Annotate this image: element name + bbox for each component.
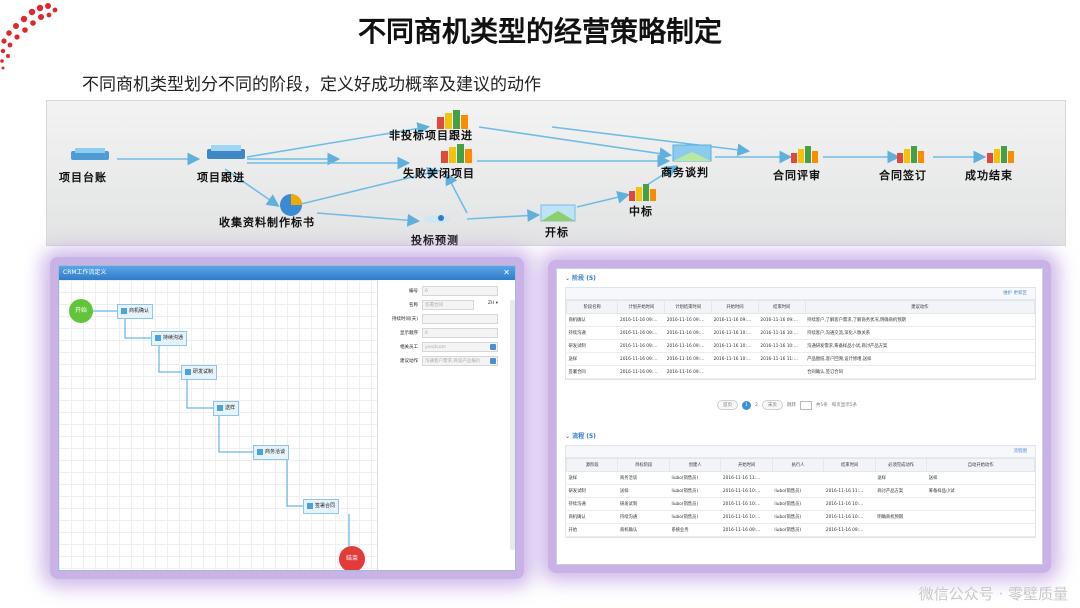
crm-workflow-window: CRM工作流定义 ✕ 开始 商机确认 持续沟通 研发试制 送样 商务洽谈	[58, 265, 516, 571]
language-select[interactable]: ZH ▾	[487, 301, 498, 306]
opportunity-flow-diagram: 项目台账 项目跟进 非投标项目跟进 失败关闭项目 收集资料制作标书 投标预测 开…	[46, 100, 1066, 247]
prop-staff-field[interactable]: yunjtcom	[422, 342, 498, 352]
close-icon[interactable]: ✕	[503, 268, 510, 277]
chevron-down-icon: ⌄	[565, 275, 573, 282]
prop-id-field[interactable]: 6	[422, 286, 498, 296]
pager-total: 共5条	[815, 403, 828, 408]
flow-node-bid-win: 中标	[629, 205, 653, 218]
pager-last-button[interactable]: 末页	[761, 400, 783, 410]
edit-icon	[257, 448, 263, 455]
edit-icon	[121, 307, 127, 314]
flow-node-non-bid-follow: 非投标项目跟进	[389, 129, 473, 142]
workflow-step[interactable]: 送样	[213, 401, 240, 416]
process-section-header[interactable]: ⌄ 流程 (5)	[565, 433, 596, 440]
pager-goto-input[interactable]	[799, 400, 812, 410]
page-title: 不同商机类型的经营策略制定	[357, 15, 722, 48]
crm-window-titlebar: CRM工作流定义 ✕	[59, 266, 515, 280]
workflow-step[interactable]: 持续沟通	[151, 331, 188, 346]
page-subtitle: 不同商机类型划分不同的阶段，定义好成功概率及建议的动作	[82, 75, 541, 95]
flow-node-contract-review: 合同评审	[773, 169, 821, 182]
stage-pager: 首页 1 2 末页 跳转 共5条 每页显示5条	[717, 400, 857, 410]
workflow-start-node[interactable]: 开始	[69, 299, 93, 323]
chevron-down-icon: ⌄	[565, 433, 573, 440]
brand-logo-dots	[0, 3, 58, 70]
pager-page-2[interactable]: 2	[755, 402, 758, 408]
flow-node-bid-predict: 投标预测	[411, 234, 459, 247]
workflow-step[interactable]: 研发试制	[181, 365, 218, 380]
flow-node-icons	[71, 110, 1014, 223]
pager-current-page[interactable]: 1	[742, 400, 751, 410]
edit-icon	[155, 334, 161, 341]
opportunity-detail-window: ⌄ 阶段 (5) 维护 更新区 阶段名称计划开始时间计划结束时间开始时间结束时间…	[556, 268, 1043, 565]
prop-order-field[interactable]: 6	[422, 328, 498, 338]
flow-node-lost-project: 失败关闭项目	[403, 167, 475, 180]
flow-node-contract-sign: 合同签订	[879, 169, 927, 182]
stage-table-header: 阶段名称计划开始时间计划结束时间开始时间结束时间建议动作	[565, 300, 1036, 314]
flow-arrows	[71, 110, 1014, 227]
picker-icon[interactable]	[490, 344, 496, 350]
flow-node-collect-info: 收集资料制作标书	[219, 216, 315, 229]
workflow-step[interactable]: 签署合同	[303, 499, 340, 514]
pager-per-page: 每页显示5条	[831, 403, 858, 408]
prop-row-action: 建议动作沟通客户需求,商谈产品报价	[378, 356, 508, 367]
process-table-tools[interactable]: 流程图	[566, 446, 1035, 458]
flow-node-project-ledger: 项目台账	[59, 171, 107, 184]
edit-icon	[185, 368, 191, 375]
stage-table-tools[interactable]: 维护 更新区	[566, 288, 1035, 300]
flow-node-bid-open: 开标	[545, 226, 569, 239]
workflow-step[interactable]: 商机确认	[117, 304, 154, 319]
properties-scrollbar[interactable]	[510, 300, 515, 550]
stage-section-header[interactable]: ⌄ 阶段 (5)	[565, 275, 596, 282]
process-table-header: 源阶段目标阶段创建人开始时间执行人结束时间必须完成动作自动开始动作	[565, 458, 1035, 472]
process-table: 流程图 源阶段目标阶段创建人开始时间执行人结束时间必须完成动作自动开始动作 送样…	[565, 445, 1036, 538]
edit-icon	[217, 404, 223, 411]
flow-node-project-follow: 项目跟进	[197, 171, 245, 184]
watermark: 微信公众号 · 零壁质量	[918, 585, 1068, 603]
prop-name-field[interactable]: 签署合同	[422, 300, 474, 310]
flow-node-success-end: 成功结束	[965, 169, 1013, 182]
pager-goto-label: 跳转	[786, 403, 796, 408]
picker-icon[interactable]	[490, 358, 496, 364]
stage-table: 维护 更新区 阶段名称计划开始时间计划结束时间开始时间结束时间建议动作 商机确认…	[565, 287, 1036, 380]
pager-first-button[interactable]: 首页	[717, 400, 738, 410]
workflow-end-node[interactable]: 结束	[339, 546, 365, 570]
edit-icon	[307, 502, 313, 509]
prop-row-duration: 持续时间(天)	[378, 314, 508, 325]
prop-action-field[interactable]: 沟通客户需求,商谈产品报价	[422, 356, 498, 366]
workflow-connectors	[93, 310, 350, 546]
workflow-canvas[interactable]: 开始 商机确认 持续沟通 研发试制 送样 商务洽谈 签署合同 结束	[59, 280, 377, 570]
flow-node-business-negotiation: 商务谈判	[661, 166, 709, 179]
crm-window-title: CRM工作流定义	[63, 269, 107, 276]
prop-duration-field[interactable]	[422, 314, 498, 324]
workflow-step[interactable]: 商务洽谈	[253, 445, 290, 460]
